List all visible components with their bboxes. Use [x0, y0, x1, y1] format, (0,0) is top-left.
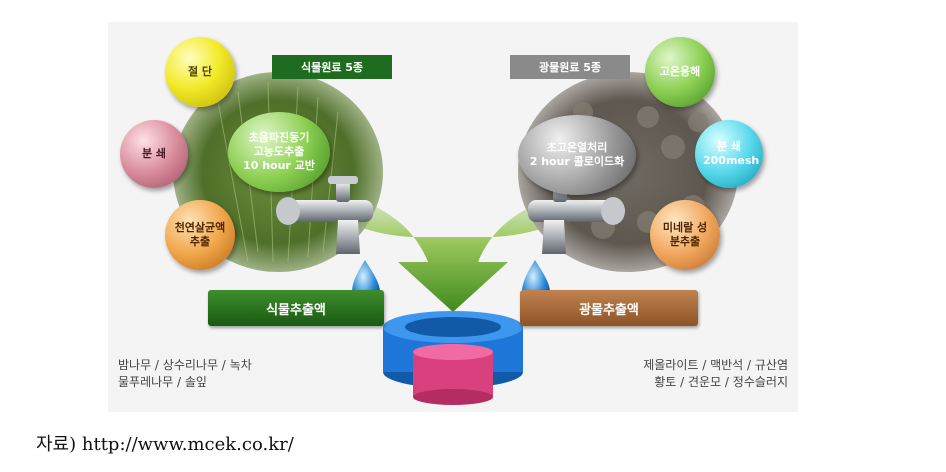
plant-process-line-2: 고농도추출: [253, 145, 305, 158]
mineral-step-extract: 미네랄 성분추출: [650, 200, 720, 270]
mineral-materials-line-1: 제올라이트 / 맥반석 / 규산염: [643, 358, 788, 372]
mineral-materials: 제올라이트 / 맥반석 / 규산염 황토 / 견운모 / 정수슬러지: [590, 357, 788, 391]
plant-materials: 밤나무 / 상수리나무 / 녹차 물푸레나무 / 솔잎: [118, 357, 252, 391]
source-citation: 자료) http://www.mcek.co.kr/: [36, 434, 294, 455]
mineral-step-grind-label: 분 쇄 200mesh: [703, 140, 760, 167]
mineral-step-melt: 고온용해: [645, 37, 715, 107]
tank-icon: [383, 311, 523, 405]
plant-materials-line-2: 물푸레나무 / 솔잎: [118, 375, 207, 389]
plant-step-grind: 분 쇄: [120, 120, 188, 188]
plant-process-line-3: 10 hour 교반: [243, 159, 315, 172]
mineral-step-grind: 분 쇄 200mesh: [695, 120, 763, 188]
mineral-result-bar: 광물추출액: [520, 290, 698, 326]
plant-step-extract: 천연살균액 추출: [165, 200, 235, 270]
plant-result-bar: 식물추출액: [208, 290, 384, 326]
plant-process-line-1: 초음파진동기: [248, 131, 310, 144]
mineral-step-melt-label: 고온용해: [659, 65, 701, 78]
plant-step-grind-label: 분 쇄: [141, 147, 167, 160]
plant-step-cut: 절 단: [165, 37, 235, 107]
plant-step-extract-label: 천연살균액 추출: [174, 221, 226, 248]
plant-step-cut-label: 절 단: [187, 65, 213, 78]
mineral-process-line-2: 2 hour 콜로이드화: [529, 155, 625, 168]
plant-tag: 식물원료 5종: [272, 55, 392, 79]
mineral-process: 초고온열처리 2 hour 콜로이드화: [518, 115, 636, 195]
mineral-materials-line-2: 황토 / 견운모 / 정수슬러지: [654, 375, 788, 389]
mineral-tag: 광물원료 5종: [510, 55, 630, 79]
plant-process: 초음파진동기 고농도추출 10 hour 교반: [228, 112, 330, 192]
mineral-step-extract-label: 미네랄 성분추출: [662, 221, 708, 248]
plant-materials-line-1: 밤나무 / 상수리나무 / 녹차: [118, 358, 252, 372]
mineral-process-line-1: 초고온열처리: [546, 141, 608, 154]
